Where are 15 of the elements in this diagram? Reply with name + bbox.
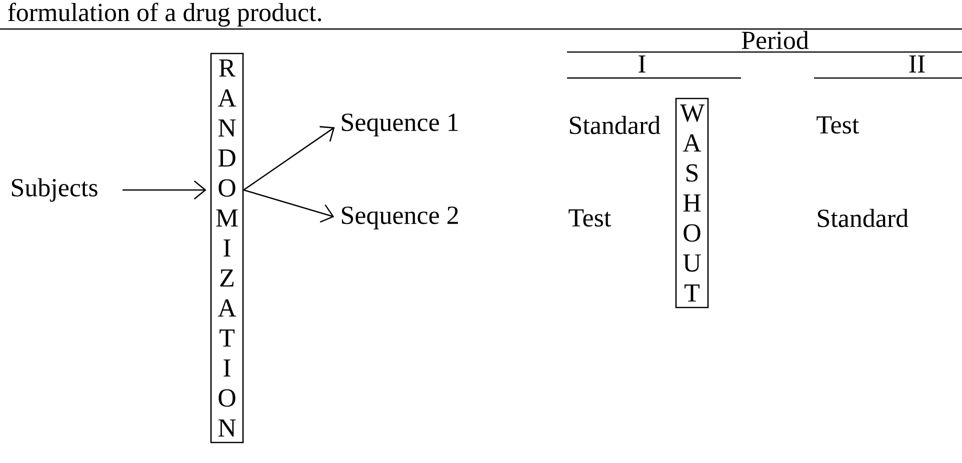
column-heading: I (638, 55, 646, 72)
node-text: Sequence 2 (342, 206, 458, 230)
table-cell-text: Test (568, 209, 612, 227)
column-heading: II (909, 55, 925, 72)
vertical-text-box: R A N D O M I Z A T I O N (210, 52, 244, 444)
table-cell-text: Standard (818, 208, 908, 228)
caption-text: formulation of a drug product. (8, 2, 322, 27)
arrow (122, 180, 206, 200)
arrow (243, 126, 335, 191)
vertical-text-box: W A S H O U T (675, 98, 709, 308)
table-cell-text: Test (816, 116, 860, 134)
node-text: Sequence 1 (342, 114, 458, 136)
column-heading: Period (742, 30, 809, 50)
node-text: Subjects (12, 178, 98, 202)
arrow (243, 189, 334, 223)
